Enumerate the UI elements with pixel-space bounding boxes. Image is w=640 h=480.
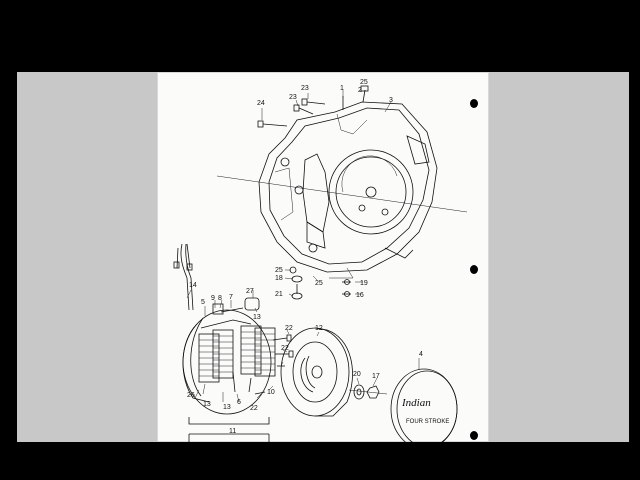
callout-6: 6 xyxy=(237,399,241,406)
badge-cover: Indian FOUR STROKE xyxy=(390,368,458,442)
callout-20: 20 xyxy=(353,371,361,378)
washer-and-nut xyxy=(348,384,388,400)
binder-hole-bottom xyxy=(470,431,478,440)
callout-26: 26 xyxy=(187,392,195,399)
right-margin xyxy=(489,72,629,442)
group-brackets xyxy=(188,417,270,442)
callout-13-mid: 13 xyxy=(223,404,231,411)
callout-13-left: 13 xyxy=(203,401,211,408)
callout-7: 7 xyxy=(229,294,233,301)
exploded-parts-diagram: Indian FOUR STROKE xyxy=(173,79,468,442)
callout-21: 21 xyxy=(275,291,283,298)
callout-9: 9 xyxy=(211,295,215,302)
callout-1: 1 xyxy=(340,85,344,92)
wiring-harness xyxy=(173,243,194,311)
callout-8: 8 xyxy=(218,295,222,302)
callout-4: 4 xyxy=(419,351,423,358)
callout-24: 24 xyxy=(257,100,265,107)
callout-18: 18 xyxy=(275,275,283,282)
callout-16: 16 xyxy=(356,292,364,299)
callout-19: 19 xyxy=(360,280,368,287)
callout-23-upper: 23 xyxy=(301,85,309,92)
indian-logo-text: Indian xyxy=(401,397,431,409)
callout-23-lower: 23 xyxy=(289,94,297,101)
cover-bolts xyxy=(257,85,369,128)
callout-27: 27 xyxy=(246,288,254,295)
callout-22-bottom: 22 xyxy=(250,405,258,412)
callout-25-top: 25 xyxy=(360,79,368,86)
document-page[interactable]: Indian FOUR STROKE xyxy=(157,72,489,442)
left-margin xyxy=(17,72,157,442)
callout-13-top: 13 xyxy=(253,314,261,321)
callout-12: 12 xyxy=(315,325,323,332)
callout-2: 2 xyxy=(358,87,362,94)
leader-lines xyxy=(186,90,420,403)
binder-hole-middle xyxy=(470,265,478,274)
callout-22-top: 22 xyxy=(285,325,293,332)
callout-5: 5 xyxy=(201,299,205,306)
binder-hole-top xyxy=(470,99,478,108)
callout-14: 14 xyxy=(189,282,197,289)
flywheel xyxy=(280,327,353,417)
callout-17: 17 xyxy=(372,373,380,380)
callout-22-mid: 22 xyxy=(281,345,289,352)
callout-3: 3 xyxy=(389,97,393,104)
callout-10: 10 xyxy=(267,389,275,396)
callout-25-right: 25 xyxy=(315,280,323,287)
callout-numbers: 1 25 2 3 23 23 24 25 18 25 19 16 21 27 1… xyxy=(187,79,423,435)
callout-25-mid: 25 xyxy=(275,267,283,274)
stator-assembly xyxy=(182,297,276,415)
callout-11: 11 xyxy=(229,428,236,435)
crankcase-cover xyxy=(258,101,438,279)
four-stroke-text: FOUR STROKE xyxy=(406,419,449,425)
